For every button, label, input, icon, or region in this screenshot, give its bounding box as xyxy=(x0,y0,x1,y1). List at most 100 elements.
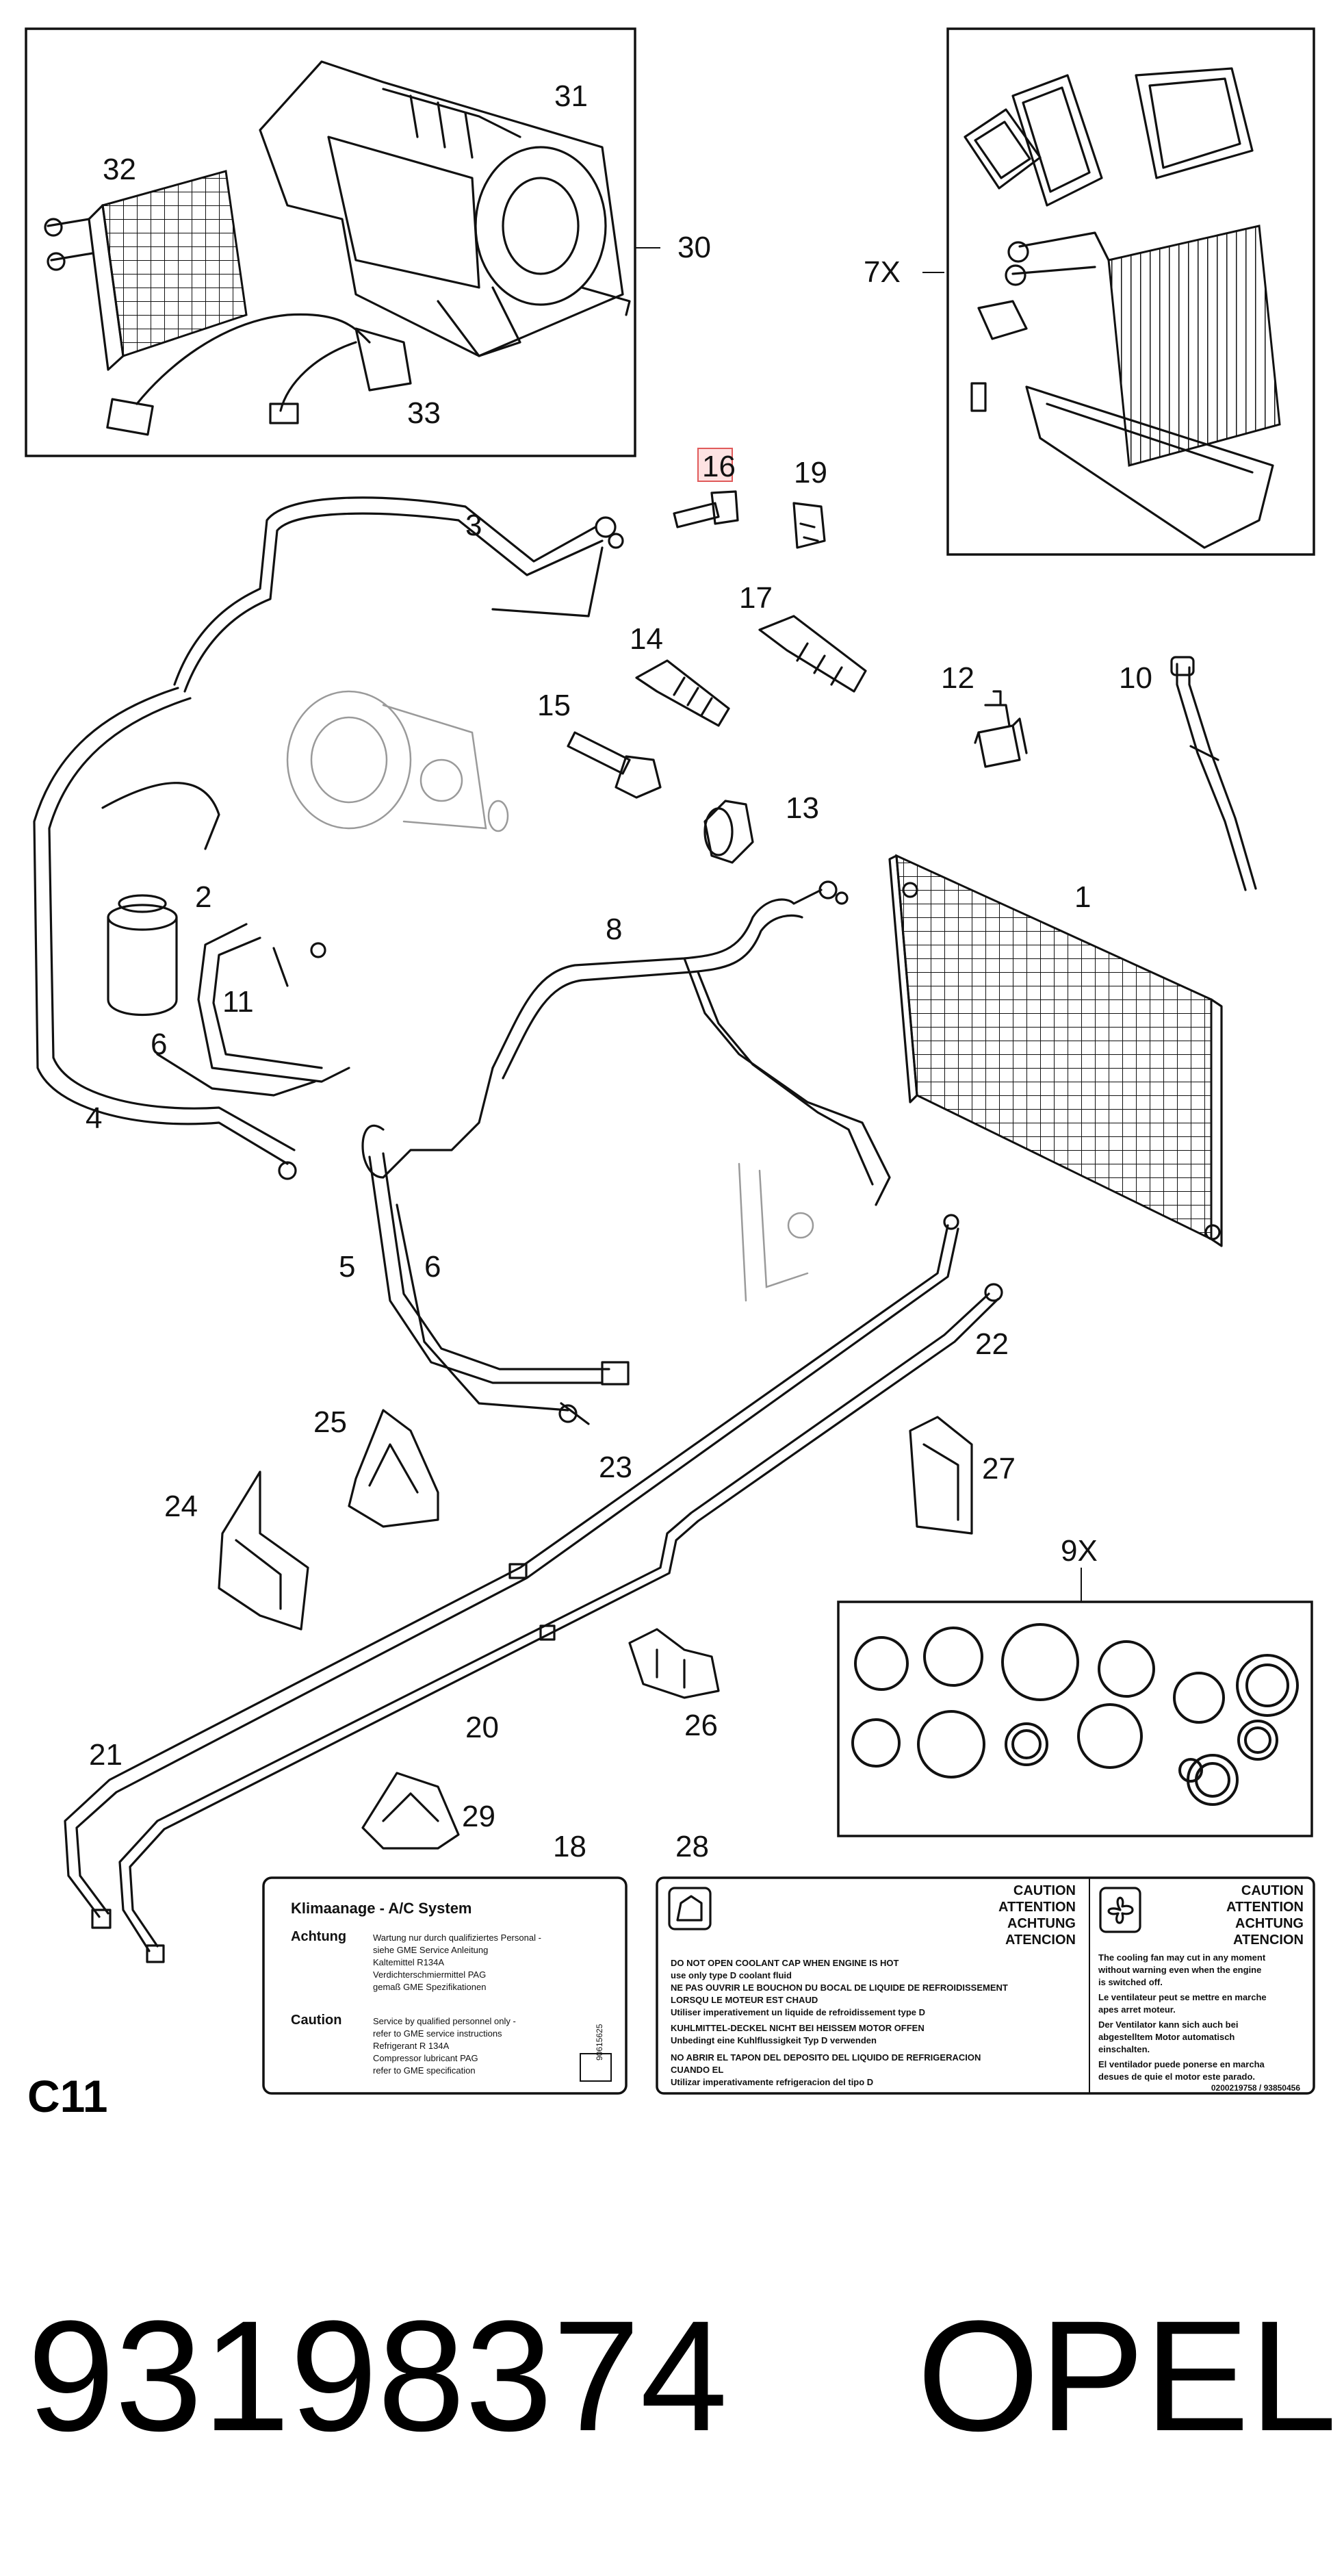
label-28-left-line: LORSQU LE MOTEUR EST CHAUD xyxy=(671,1995,818,2005)
callout-16-highlight xyxy=(697,448,733,482)
hose-8[interactable] xyxy=(491,880,891,1206)
bolt-15[interactable] xyxy=(567,731,662,799)
pipe-10[interactable] xyxy=(1170,656,1257,891)
callout-10: 10 xyxy=(1119,661,1152,695)
hose-4[interactable] xyxy=(33,687,297,1180)
condenser-bracket-reference xyxy=(738,1162,814,1302)
callout-3: 3 xyxy=(465,509,482,542)
pipe-22[interactable] xyxy=(118,1283,1003,1963)
callout-5: 5 xyxy=(339,1250,355,1284)
coolant-tank-icon xyxy=(676,1895,703,1922)
label-18-achtung-head: Achtung xyxy=(291,1929,346,1944)
label-28-left-line: Unbedingt eine Kuhlflussigkeit Typ D ver… xyxy=(671,2035,877,2045)
evaporator-inset: 7X xyxy=(864,27,1315,556)
callout-6-left: 6 xyxy=(151,1028,167,1061)
pressure-switch-12[interactable] xyxy=(974,690,1028,768)
evaporator-core[interactable] xyxy=(1005,225,1281,467)
callout-11: 11 xyxy=(222,985,254,1019)
bolt-16[interactable] xyxy=(673,490,739,528)
grommet-13[interactable] xyxy=(703,800,754,864)
label-18-caution-line: refer to GME service instructions xyxy=(373,2028,502,2039)
label-28-left-line: NE PAS OUVRIR LE BOUCHON DU BOCAL DE LIQ… xyxy=(671,1982,1008,1993)
callout-26: 26 xyxy=(684,1709,718,1742)
label-28-right-line: El ventilador puede ponerse en marcha xyxy=(1098,2059,1265,2069)
pipe-21[interactable] xyxy=(64,1214,959,1929)
condenser-1[interactable] xyxy=(888,854,1223,1247)
label-18-achtung-line: siehe GME Service Anleitung xyxy=(373,1945,488,1955)
clip-19[interactable] xyxy=(792,502,826,549)
bracket-24[interactable] xyxy=(218,1470,309,1631)
blower-housing-31[interactable] xyxy=(259,60,631,357)
hose-3[interactable] xyxy=(173,496,624,693)
callout-33: 33 xyxy=(407,396,441,430)
receiver-drier-2[interactable] xyxy=(107,894,178,1016)
coolant-warning-icon xyxy=(668,1887,712,1930)
hose-5-6-center[interactable] xyxy=(361,1067,630,1425)
label-28-right-line: einschalten. xyxy=(1098,2044,1150,2054)
bolt-14[interactable] xyxy=(635,659,730,727)
bracket-25[interactable] xyxy=(348,1409,439,1528)
label-28-left-heading: ACHTUNG xyxy=(1007,1916,1076,1931)
part-number: 93198374 xyxy=(27,2288,727,2464)
bolt-17[interactable] xyxy=(758,615,867,693)
callout-22: 22 xyxy=(975,1327,1009,1361)
evaporator-tray[interactable] xyxy=(970,300,1274,549)
label-28-part-numbers: 0200219758 / 93850456 xyxy=(1211,2083,1300,2093)
bracket-29[interactable] xyxy=(361,1772,460,1850)
label-18-caution-line: Compressor lubricant PAG xyxy=(373,2053,478,2063)
evaporator-seals[interactable] xyxy=(964,67,1254,207)
label-28: CAUTION ATTENTION ACHTUNG ATENCION DO NO… xyxy=(656,1876,1315,2095)
label-28-right-line: Le ventilateur peut se mettre en marche xyxy=(1098,1992,1267,2002)
callout-19: 19 xyxy=(794,456,827,489)
label-28-left-heading: CAUTION xyxy=(1013,1883,1076,1898)
callout-9x: 9X xyxy=(1061,1534,1098,1568)
pipe-11[interactable] xyxy=(197,923,350,1083)
inset-frame-30 xyxy=(25,27,636,457)
callout-4: 4 xyxy=(86,1101,102,1135)
fan-icon xyxy=(1107,1896,1134,1924)
bracket-26[interactable] xyxy=(628,1628,720,1699)
harness-33[interactable] xyxy=(106,313,412,436)
bracket-27[interactable] xyxy=(909,1416,973,1535)
label-28-right-heading: CAUTION xyxy=(1241,1883,1304,1898)
label-28-left-line: use only type D coolant fluid xyxy=(671,1970,792,1980)
callout-23: 23 xyxy=(599,1451,632,1484)
label-18-caution-line: refer to GME specification xyxy=(373,2065,476,2076)
callout-15: 15 xyxy=(537,689,571,722)
label-28-left-line: Utilizar imperativamente refrigeracion d… xyxy=(671,2077,873,2087)
label-18-caution-line: Refrigerant R 134A xyxy=(373,2041,450,2051)
label-18-caution-head: Caution xyxy=(291,2013,341,2028)
label-28-right-heading: ATTENTION xyxy=(1226,1900,1304,1915)
label-18-achtung-line: Wartung nur durch qualifiziertes Persona… xyxy=(373,1933,541,1943)
label-28-right-line: is switched off. xyxy=(1098,1977,1163,1987)
label-28-right-line: desues de quie el motor este parado. xyxy=(1098,2071,1255,2082)
hose-6-left[interactable] xyxy=(156,1053,316,1097)
callout-7x: 7X xyxy=(864,255,901,289)
brand: OPEL xyxy=(917,2288,1337,2464)
seal-kit-9x[interactable] xyxy=(837,1568,1313,1837)
callout-27: 27 xyxy=(982,1452,1016,1485)
callout-18: 18 xyxy=(553,1830,586,1863)
label-18: Klimaanage - A/C System Achtung Wartung … xyxy=(262,1876,628,2095)
label-28-right-heading: ACHTUNG xyxy=(1235,1916,1304,1931)
callout-32: 32 xyxy=(103,153,136,186)
label-28-right-heading: ATENCION xyxy=(1233,1933,1304,1948)
label-28-right-line: The cooling fan may cut in any moment xyxy=(1098,1952,1266,1963)
label-28-right-line: abgestelltem Motor automatisch xyxy=(1098,2032,1235,2042)
compressor-reference xyxy=(286,690,509,832)
label-28-left-line: Utiliser imperativement un liquide de re… xyxy=(671,2007,925,2017)
callout-1: 1 xyxy=(1074,880,1091,914)
callout-16: 16 xyxy=(702,450,736,483)
callout-21: 21 xyxy=(89,1738,122,1772)
label-28-left-line: KUHLMITTEL-DECKEL NICHT BEI HEISSEM MOTO… xyxy=(671,2023,925,2033)
callout-13: 13 xyxy=(786,791,819,825)
inset-frame-7x xyxy=(946,27,1315,556)
label-28-right-line: apes arret moteur. xyxy=(1098,2004,1176,2015)
callout-29: 29 xyxy=(462,1800,495,1833)
callout-30: 30 xyxy=(677,231,711,264)
label-18-achtung-line: gemaß GME Spezifikationen xyxy=(373,1982,486,1992)
heater-core-32[interactable] xyxy=(44,170,248,371)
label-18-side-code: 90615625 xyxy=(595,2024,604,2061)
fan-warning-icon xyxy=(1099,1887,1141,1933)
